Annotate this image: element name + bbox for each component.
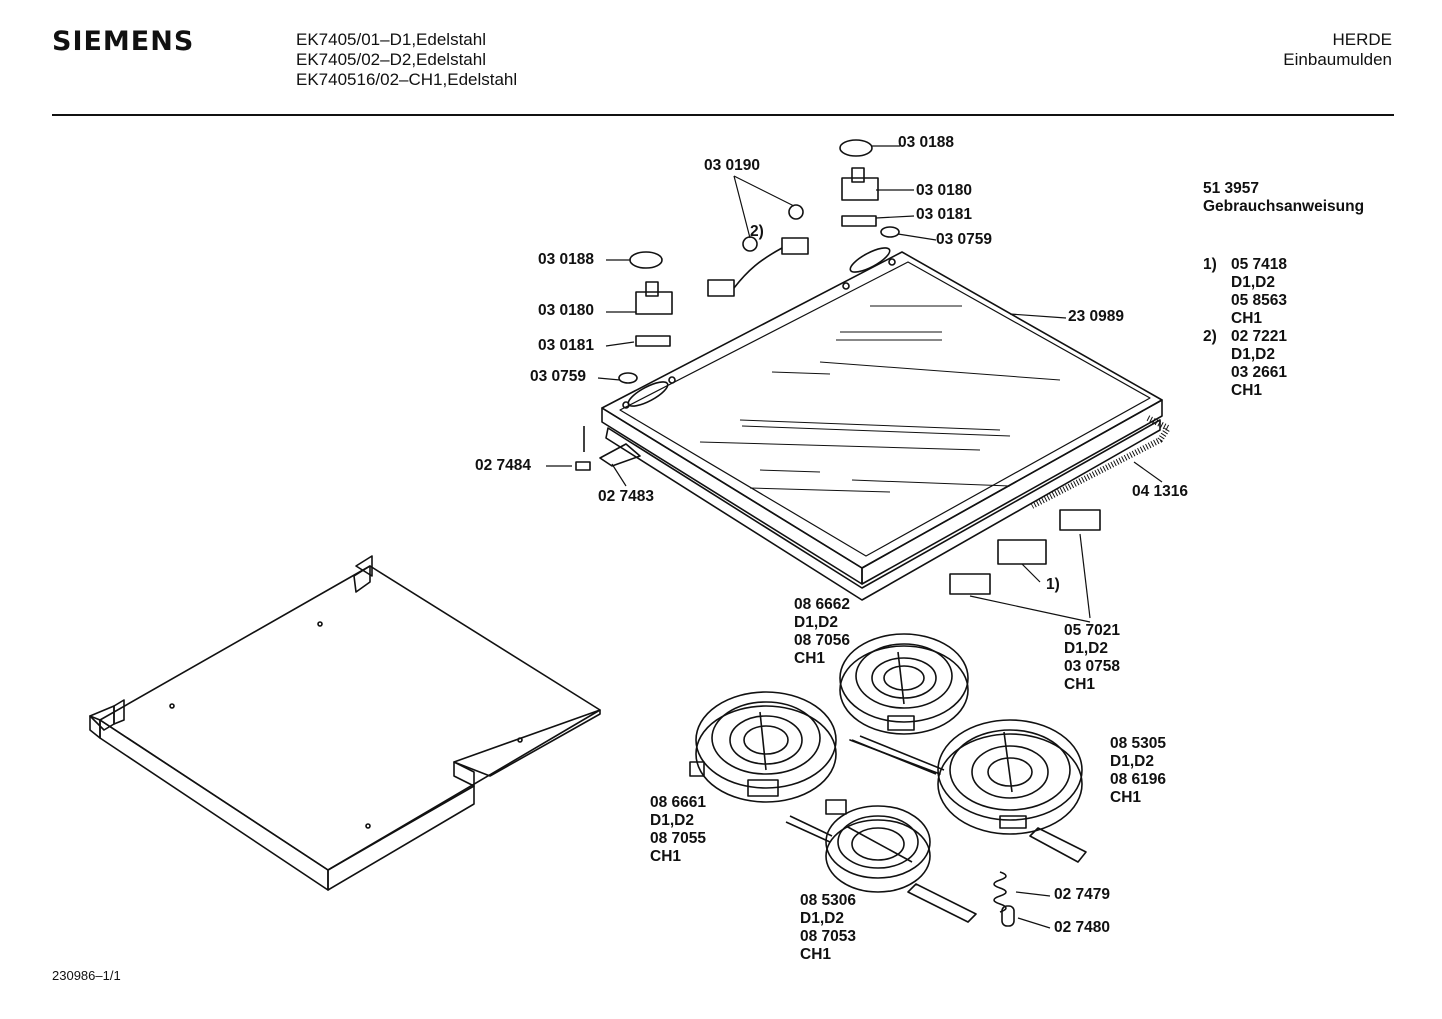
switch-base-left (635, 335, 671, 347)
switch-base-top (841, 215, 877, 227)
part-block-line: CH1 (650, 848, 682, 865)
footnote-line: 05 8563 (1231, 292, 1288, 309)
base-tray-part (89, 555, 601, 891)
indicator-left (618, 372, 638, 384)
part-label: 03 0188 (898, 134, 955, 151)
hotplate-front-center (825, 799, 931, 893)
leader-lines (546, 145, 1163, 929)
part-block-line: 03 0758 (1064, 658, 1121, 675)
part-block-line: 08 7053 (800, 928, 857, 945)
part-block-line: D1,D2 (794, 614, 838, 631)
part-block-line: CH1 (794, 650, 826, 667)
model-line: EK740516/02–CH1,Edelstahl (296, 70, 518, 89)
part-label: 02 7484 (475, 457, 532, 474)
part-block-line: 08 6661 (650, 794, 707, 811)
part-block-line: D1,D2 (1064, 640, 1108, 657)
footnote-number: 1) (1203, 256, 1217, 273)
part-block-line: 08 7056 (794, 632, 851, 649)
part-block-line: CH1 (1110, 789, 1142, 806)
brand-logo: SIEMENS (52, 26, 195, 57)
switch-left (635, 281, 673, 315)
part-block-line: D1,D2 (800, 910, 844, 927)
footnote-line: CH1 (1231, 382, 1263, 399)
hotplate-right-large (937, 719, 1083, 835)
note-marker: 1) (1046, 576, 1060, 593)
category-block: HERDE Einbaumulden (1283, 30, 1392, 70)
terminal-block-right (1059, 509, 1101, 531)
terminal-block-left (949, 573, 991, 595)
wire (733, 247, 783, 289)
part-label: 03 0180 (538, 302, 595, 319)
part-label: 03 0181 (538, 337, 595, 354)
spring-part (993, 871, 1007, 913)
connector-b (781, 237, 809, 255)
part-block-line: 08 5305 (1110, 735, 1167, 752)
footnote-line: D1,D2 (1231, 274, 1275, 291)
part-block-line: 08 6196 (1110, 771, 1167, 788)
connector-a (707, 279, 735, 297)
footnote-line: D1,D2 (1231, 346, 1275, 363)
footnote-line: CH1 (1231, 310, 1263, 327)
part-block-hotplate-left: 08 6661 D1,D2 08 7055 CH1 (650, 794, 706, 866)
part-block-hotplate-back: 08 6662 D1,D2 08 7056 CH1 (794, 596, 850, 668)
hotplate-left-front (689, 691, 837, 803)
category-subtitle: Einbaumulden (1283, 50, 1392, 69)
part-block-line: D1,D2 (1110, 753, 1154, 770)
gasket-part (1030, 415, 1171, 509)
part-label: 02 7479 (1054, 886, 1111, 903)
glass-cooktop-part (601, 247, 1163, 601)
header-divider (52, 114, 1394, 116)
footnotes: 1) 05 7418 D1,D2 05 8563 CH1 2) 02 7221 … (1203, 256, 1287, 400)
part-block-terminal: 05 7021 D1,D2 03 0758 CH1 (1064, 622, 1120, 694)
part-block-line: 08 7055 (650, 830, 707, 847)
category-title: HERDE (1332, 30, 1392, 49)
knob-cap-left (629, 251, 663, 269)
model-line: EK7405/02–D2,Edelstahl (296, 50, 486, 69)
manual-reference: 51 3957 Gebrauchsanweisung (1203, 180, 1364, 216)
part-label: 04 1316 (1132, 483, 1189, 500)
part-block-hotplate-front: 08 5306 D1,D2 08 7053 CH1 (800, 892, 856, 964)
part-label: 23 0989 (1068, 308, 1125, 325)
drawing-code: 230986–1/1 (52, 968, 121, 983)
footnote-line: 05 7418 (1231, 256, 1288, 273)
terminal-block-center (997, 539, 1047, 565)
switch-top (841, 167, 879, 201)
pin-part (575, 461, 591, 471)
footnote-2: 2) 02 7221 D1,D2 03 2661 CH1 (1203, 328, 1287, 400)
glass-reflections (699, 305, 1061, 493)
part-label: 03 0759 (530, 368, 587, 385)
footnote-line: 02 7221 (1231, 328, 1288, 345)
knob-cap-top (839, 139, 873, 157)
model-line: EK7405/01–D1,Edelstahl (296, 30, 486, 49)
part-label: 03 0759 (936, 231, 993, 248)
part-block-line: 08 5306 (800, 892, 857, 909)
note-marker: 2) (750, 223, 764, 240)
footnote-line: 03 2661 (1231, 364, 1288, 381)
part-label: 02 7483 (598, 488, 655, 505)
lamp-right (788, 204, 804, 220)
part-block-hotplate-large: 08 5305 D1,D2 08 6196 CH1 (1110, 735, 1166, 807)
part-label: 03 0190 (704, 157, 761, 174)
footnote-number: 2) (1203, 328, 1217, 345)
part-block-line: 05 7021 (1064, 622, 1121, 639)
part-block-line: 08 6662 (794, 596, 851, 613)
indicator-top (880, 226, 900, 238)
part-label: 03 0188 (538, 251, 595, 268)
mounting-brackets (785, 735, 1087, 923)
part-block-line: D1,D2 (650, 812, 694, 829)
part-label: 02 7480 (1054, 919, 1111, 936)
part-block-line: CH1 (1064, 676, 1096, 693)
manual-number: 51 3957 (1203, 180, 1260, 197)
model-list: EK7405/01–D1,Edelstahl EK7405/02–D2,Edel… (296, 30, 517, 90)
footnote-1: 1) 05 7418 D1,D2 05 8563 CH1 (1203, 256, 1287, 328)
manual-label: Gebrauchsanweisung (1203, 198, 1365, 215)
hotplate-small-back (839, 633, 969, 735)
part-label: 03 0181 (916, 206, 973, 223)
part-label: 03 0180 (916, 182, 973, 199)
clip-part (599, 443, 641, 467)
part-block-line: CH1 (800, 946, 832, 963)
sleeve-part (1001, 905, 1015, 927)
